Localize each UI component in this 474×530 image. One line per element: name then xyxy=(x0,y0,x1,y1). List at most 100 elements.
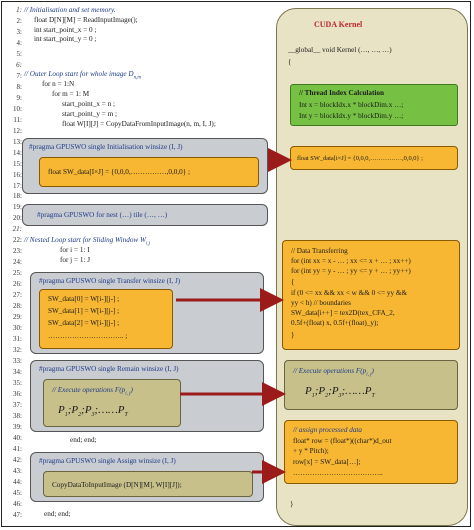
line-number: 44: xyxy=(13,477,22,486)
kernel-sw-init-box: float SW_data[i×J] = {0,0,0,……………,0,0,0}… xyxy=(290,146,458,170)
line-number: 17: xyxy=(13,181,22,190)
line-number: 12: xyxy=(13,126,22,135)
transfer-row: SW_data[2] = W[i-][j-] ; xyxy=(48,319,120,327)
line-number: 35: xyxy=(13,378,22,387)
line-number: 34: xyxy=(13,367,22,376)
pragma-assign-title: #pragma GPUSWO single Assign winsize (I,… xyxy=(39,457,176,465)
kernel-exec-box: // Execute operations F(pi, j) P1;P2;P3;… xyxy=(284,360,458,410)
transfer-row: SW_data[0] = W[i-][j-] ; xyxy=(48,295,120,303)
kernel-sw-init: float SW_data[i×J] = {0,0,0,……………,0,0,0}… xyxy=(297,155,423,162)
outer-loop-comment: // Outer Loop start for whole image Dn,m xyxy=(24,70,141,81)
line-number: 43: xyxy=(13,466,22,475)
line-number: 31: xyxy=(13,335,22,344)
kernel-transfer-line: if (0 <= xx && xx < w && 0 <= yy && xyxy=(291,289,408,297)
line-number: 27: xyxy=(13,291,22,300)
kernel-signature: __global__ void Kernel (…, …, …) xyxy=(288,46,392,54)
line-number: 32: xyxy=(13,346,22,355)
init-comment: // Initialisation and set memory. xyxy=(24,6,116,14)
transfer-row: ………………………….. ; xyxy=(48,332,128,340)
thread-index-box: // Thread Index Calculation Int x = bloc… xyxy=(290,84,458,126)
pragma-assign-panel: #pragma GPUSWO single Assign winsize (I,… xyxy=(30,452,264,502)
line-number: 1: xyxy=(16,6,22,14)
code-line-7: for n = 1:N xyxy=(42,80,75,88)
kernel-exec-comment: // Execute operations F(pi, j) xyxy=(293,367,374,378)
code-line-11: float W[I][J] = CopyDataFromInputImage(n… xyxy=(62,120,216,128)
line-number: 4: xyxy=(16,38,22,47)
line-number: 25: xyxy=(13,269,22,278)
kernel-assign-line: // assign processed data xyxy=(293,426,363,434)
code-line-2: float D[N][M] = ReadInputImage(); xyxy=(34,15,138,24)
line-number: 7: xyxy=(16,71,22,80)
code-line-22: for i = 1: I xyxy=(60,246,90,254)
code-line-3: int start_point_x = 0 ; xyxy=(34,25,97,34)
line-number: 3: xyxy=(16,27,22,36)
pragma-init-code: float SW_data[I×J] = {0,0,0,……………,0,0,0}… xyxy=(48,168,190,176)
pragma-init-title: #pragma GPUSWO single Initialisation win… xyxy=(29,143,183,151)
line-number: 37: xyxy=(13,400,22,409)
line-number: 40: xyxy=(13,433,22,442)
kernel-assign-line: row[x] = SW_data[…]; xyxy=(293,458,361,466)
thread-index-line: Int y = blockIdx.y * blockDim.y …; xyxy=(299,112,404,120)
code-line-47: end; end; xyxy=(44,510,71,518)
line-numbers: 1:2:3:4:5:6:7:8:9:10:11:12:13:14:15:16:1… xyxy=(4,6,22,522)
line-number: 46: xyxy=(13,499,22,508)
line-number: 19: xyxy=(13,203,22,212)
code-line-23: for j = 1: J xyxy=(60,256,91,264)
kernel-assign-box: // assign processed data float* row = (f… xyxy=(284,420,458,484)
line-number: 47: xyxy=(13,510,22,519)
kernel-exec-formula: P1;P2;P3;……PT xyxy=(305,385,375,400)
pragma-transfer-title: #pragma GPUSWO single Transfer winsize (… xyxy=(39,277,181,285)
pragma-remain-box: // Execute operations F(pi, j) P1;P2;P3;… xyxy=(43,379,181,427)
pragma-remain-panel: #pragma GPUSWO single Remain winsize (I,… xyxy=(30,360,264,432)
line-number: 20: xyxy=(13,214,22,223)
line-number: 38: xyxy=(13,411,22,420)
kernel-brace-open: { xyxy=(288,58,292,66)
line-number: 24: xyxy=(13,258,22,267)
pragma-init-panel: #pragma GPUSWO single Initialisation win… xyxy=(22,138,268,194)
kernel-transfer-line: 0.5f+(float) x, 0.5f+(float)_y); xyxy=(291,319,379,327)
kernel-assign-line: float* row = (float*)((char*)d_out xyxy=(293,437,392,445)
pragma-remain-title: #pragma GPUSWO single Remain winsize (I,… xyxy=(39,365,179,373)
line-number: 5: xyxy=(16,49,22,58)
kernel-transfer-line: yy < h) // boundaries xyxy=(291,299,351,307)
code-line-35: end; end; xyxy=(70,436,97,444)
pragma-init-box: float SW_data[I×J] = {0,0,0,……………,0,0,0}… xyxy=(39,157,259,187)
line-number: 2: xyxy=(16,16,22,25)
line-number: 16: xyxy=(13,170,22,179)
kernel-transfer-line: { xyxy=(291,278,295,286)
line-number: 28: xyxy=(13,302,22,311)
line-number: 10: xyxy=(13,104,22,113)
kernel-transfer-line: // Data Transferring xyxy=(291,247,348,255)
remain-op-comment: // Execute operations F(pi, j) xyxy=(52,386,133,397)
line-number: 13: xyxy=(13,137,22,146)
kernel-transfer-box: // Data Transferring for (int xx = x - …… xyxy=(282,240,460,350)
line-number: 41: xyxy=(13,444,22,453)
pragma-assign-code: CopyDataToInputImage (D[N][M], W[I][J]); xyxy=(52,481,182,489)
line-number: 8: xyxy=(16,82,22,91)
pragma-assign-box: CopyDataToInputImage (D[N][M], W[I][J]); xyxy=(43,471,253,497)
pragma-transfer-box: SW_data[0] = W[i-][j-] ; SW_data[1] = W[… xyxy=(39,289,173,349)
pragma-fornest-title: #pragma GPUSWO for nest (…) tile (…, …) xyxy=(37,211,168,219)
thread-index-title: // Thread Index Calculation xyxy=(299,89,385,97)
line-number: 18: xyxy=(13,192,22,201)
line-number: 23: xyxy=(13,247,22,256)
pragma-fornest-panel: #pragma GPUSWO for nest (…) tile (…, …) xyxy=(22,204,268,226)
line-number: 15: xyxy=(13,159,22,168)
line-number: 26: xyxy=(13,280,22,289)
transfer-row: SW_data[1] = W[i-][j-] ; xyxy=(48,307,120,315)
line-number: 45: xyxy=(13,488,22,497)
kernel-brace-close: } xyxy=(290,500,294,508)
kernel-transfer-line: for (int yy = y - … ; yy <= y + … ; yy++… xyxy=(291,267,411,275)
line-number: 30: xyxy=(13,324,22,333)
kernel-assign-line: ……………………………….. xyxy=(293,469,383,477)
code-line-4: int start_point_y = 0 ; xyxy=(34,35,97,44)
line-number: 39: xyxy=(13,422,22,431)
code-line-8: for m = 1: M xyxy=(52,90,90,98)
kernel-transfer-line: SW_data[i++] = tex2D(tex_CFA_2, xyxy=(291,309,395,317)
line-number: 11: xyxy=(13,115,22,124)
line-number: 29: xyxy=(13,313,22,322)
code-line-10: start_point_y = m ; xyxy=(62,110,117,118)
thread-index-line: Int x = blockIdx.x * blockDim.x …; xyxy=(299,101,404,109)
code-line-9: start_point_x = n ; xyxy=(62,100,115,108)
